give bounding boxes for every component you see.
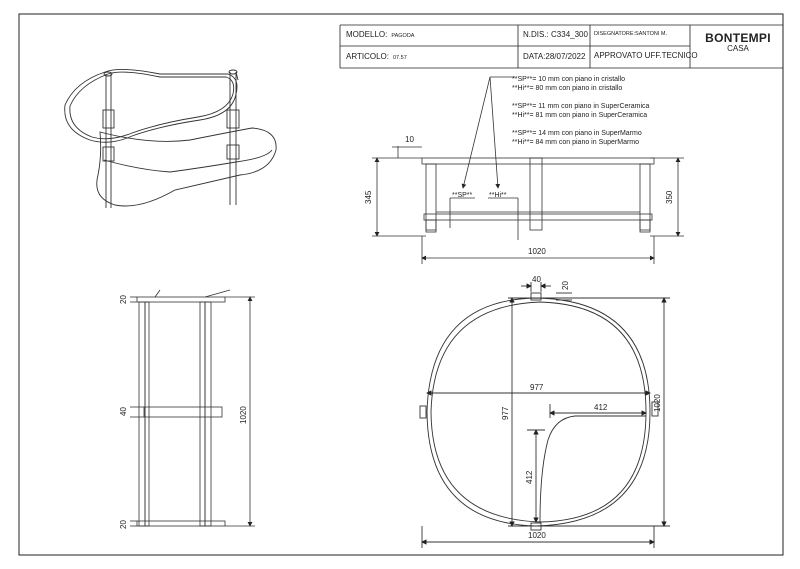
ndis-field: N.DIS.: C334_300: [523, 30, 588, 39]
side-dim-top: 20: [119, 295, 128, 304]
note-line: **SP**= 14 mm con piano in SuperMarmo: [512, 130, 642, 137]
note-line: **Hi**= 84 mm con piano in SuperMarmo: [512, 138, 640, 146]
note-line: **SP**= 11 mm con piano in SuperCeramica: [512, 103, 650, 110]
front-dim-width: 1020: [528, 247, 546, 256]
articolo-field: ARTICOLO:07.57: [346, 52, 407, 61]
plan-dim-1020-v: 1020: [653, 394, 662, 412]
plan-dim-20: 20: [561, 281, 570, 290]
plan-dim-412-v: 412: [525, 470, 534, 484]
modello-field: MODELLO:PAGODA: [346, 30, 414, 39]
plan-dim-977-h: 977: [530, 383, 544, 392]
data-field: DATA:28/07/2022: [523, 52, 585, 61]
side-view: [130, 289, 255, 527]
sheet-border: [18, 13, 784, 556]
plan-dim-1020-h: 1020: [528, 531, 546, 540]
title-block-frame: [339, 24, 783, 69]
brand-logo: BONTEMPI CASA: [702, 32, 774, 53]
isometric-view: [64, 69, 277, 208]
designer-field: DISEGNATORE:SANTONI M.: [594, 31, 668, 37]
brand-name: BONTEMPI: [705, 31, 771, 45]
approval-field: APPROVATO UFF.TECNICO: [594, 51, 698, 60]
data-label: DATA:: [523, 52, 546, 61]
ndis-value: C334_300: [551, 30, 588, 39]
notes-glass: **SP**= 10 mm con piano in cristallo **H…: [512, 76, 625, 93]
front-view: [372, 76, 684, 264]
ndis-label: N.DIS.:: [523, 30, 549, 39]
plan-dim-412-h: 412: [594, 403, 608, 412]
note-line: **Hi**= 81 mm con piano in SuperCeramica: [512, 111, 648, 119]
note-line: **SP**= 10 mm con piano in cristallo: [512, 76, 626, 83]
plan-dim-40: 40: [532, 275, 541, 284]
side-dim-bottom: 20: [119, 520, 128, 529]
plan-dim-977-v: 977: [501, 406, 510, 420]
front-dim-top: 10: [405, 135, 414, 144]
data-value: 28/07/2022: [545, 52, 586, 61]
front-tag-sp: **SP**: [452, 192, 473, 199]
articolo-label: ARTICOLO:: [346, 52, 389, 61]
plan-view: [419, 282, 670, 548]
notes-supermarmo: **SP**= 14 mm con piano in SuperMarmo **…: [512, 130, 642, 147]
notes-superceramica: **SP**= 11 mm con piano in SuperCeramica…: [512, 103, 649, 120]
modello-label: MODELLO:: [346, 30, 388, 39]
brand-sub: CASA: [727, 44, 749, 53]
front-dim-right: 350: [665, 190, 674, 204]
front-tag-hi: **Hi**: [489, 192, 507, 199]
front-dim-left: 345: [364, 190, 373, 204]
side-dim-mid: 40: [119, 407, 128, 416]
modello-value: PAGODA: [391, 33, 415, 39]
side-dim-height: 1020: [239, 406, 248, 424]
note-line: **Hi**= 80 mm con piano in cristallo: [512, 84, 623, 92]
articolo-value: 07.57: [392, 55, 407, 61]
